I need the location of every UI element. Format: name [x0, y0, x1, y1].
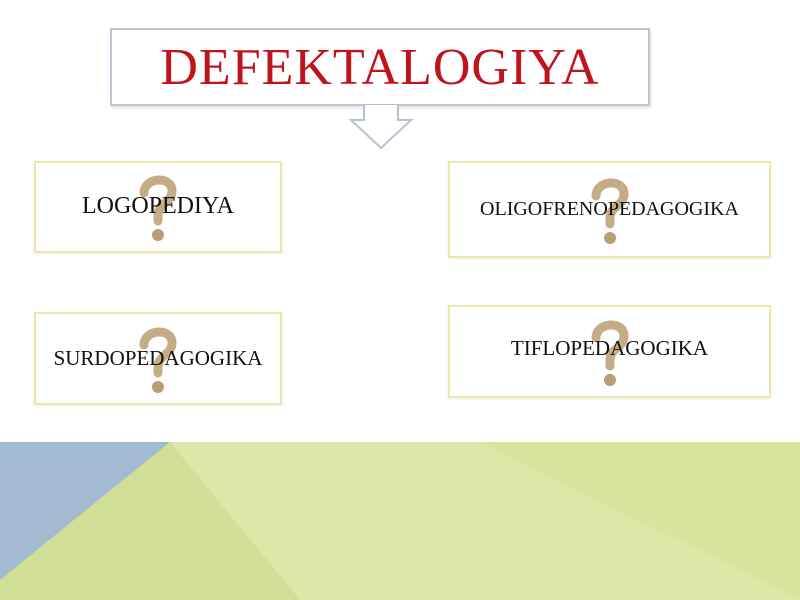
- title-box: DEFEKTALOGIYA: [110, 28, 650, 106]
- question-mark-icon: [139, 327, 177, 393]
- card-surdopedagogika: SURDOPEDAGOGIKA: [34, 312, 282, 405]
- question-mark-icon: [591, 320, 629, 386]
- down-arrow-icon: [348, 104, 414, 150]
- question-mark-icon: [139, 175, 177, 241]
- card-label: TIFLOPEDAGOGIKA: [510, 336, 709, 360]
- card-logopediya: LOGOPEDIYA: [34, 161, 282, 253]
- card-label: LOGOPEDIYA: [82, 192, 234, 219]
- diagram-title: DEFEKTALOGIYA: [160, 38, 600, 96]
- card-label: OLIGOFRENOPEDAGOGIKA: [480, 198, 739, 220]
- card-oligofrenopedagogika: OLIGOFRENOPEDAGOGIKA: [448, 161, 771, 258]
- question-mark-icon: [591, 178, 629, 244]
- card-tiflopedagogika: TIFLOPEDAGOGIKA: [448, 305, 771, 398]
- card-label: SURDOPEDAGOGIKA: [53, 346, 263, 370]
